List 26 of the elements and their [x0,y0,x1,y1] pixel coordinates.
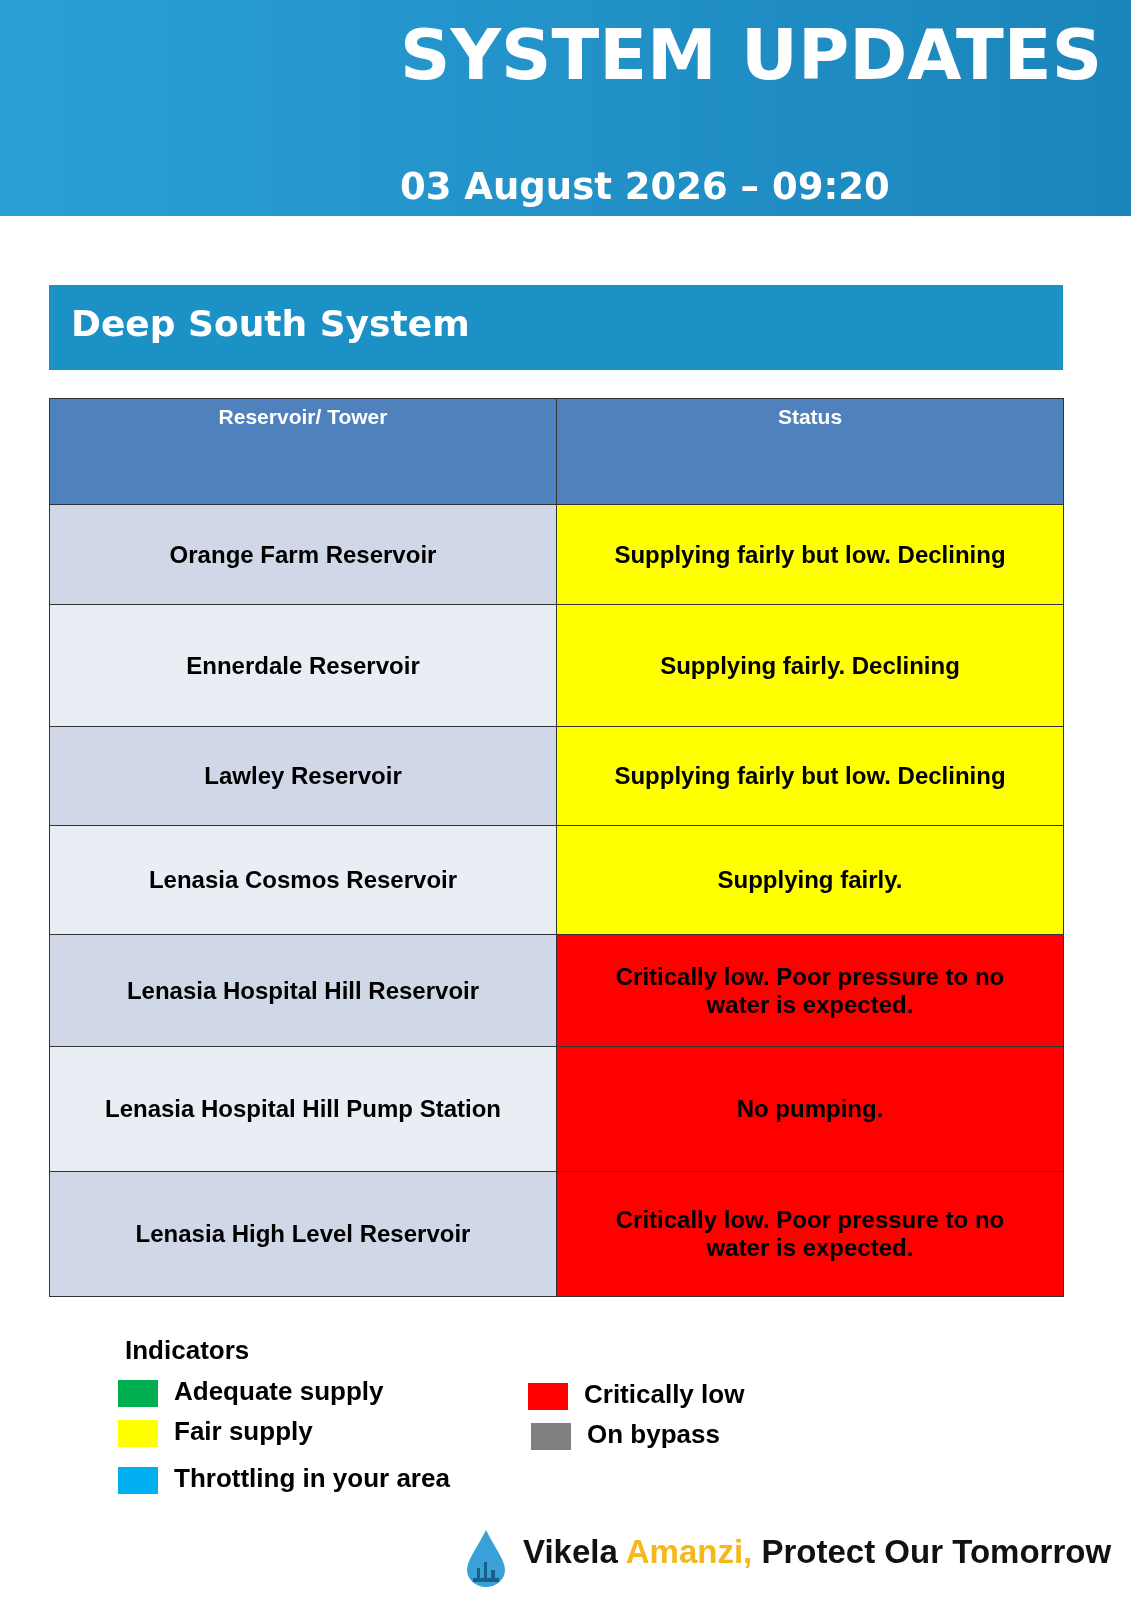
legend-label: Critically low [584,1379,745,1410]
legend-label: Throttling in your area [174,1463,450,1494]
column-header: Status [777,405,843,429]
column-header: Reservoir/ Tower [218,405,388,429]
status-cell: Supplying fairly but low. Declining [614,540,1006,569]
page-title: SYSTEM UPDATES [400,14,1103,96]
status-cell: Supplying fairly. [717,866,903,894]
status-cell: Supplying fairly but low. Declining [614,762,1006,790]
section-banner: Deep South System [49,285,1063,370]
reservoir-name-cell: Lenasia High Level Reservoir [135,1220,471,1248]
date-time: 03 August 2026 – 09:20 [400,165,890,208]
slogan: Vikela Amanzi, Protect Our Tomorrow [523,1533,1112,1571]
status-cell: Supplying fairly. Declining [660,651,960,680]
status-cell-text: Critically low. Poor pressure to no water is expected. [614,962,1006,1019]
legend-label: Adequate supply [174,1376,384,1407]
status-cell-text: Critically low. Poor pressure to no water is expected. [614,1206,1006,1262]
reservoir-name-cell: Orange Farm Reservoir [169,540,437,569]
status-cell: No pumping. [736,1095,884,1123]
legend-label: On bypass [587,1419,720,1450]
reservoir-name-cell: Lenasia Hospital Hill Pump Station [104,1095,502,1123]
legend-heading: Indicators [125,1335,250,1366]
reservoir-name-cell: Ennerdale Reservoir [186,651,420,680]
reservoir-name-cell: Lenasia Hospital Hill Reservoir [126,976,480,1005]
reservoir-name-cell: Lenasia Cosmos Reservoir [148,866,458,894]
reservoir-name-cell: Lawley Reservoir [204,762,402,790]
legend-label: Fair supply [174,1416,313,1447]
